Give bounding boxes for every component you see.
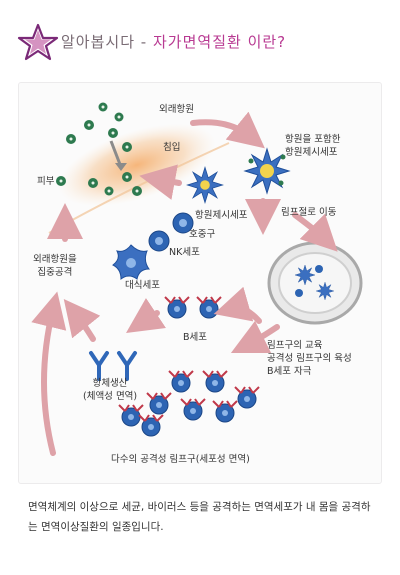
- label-nk-cell: NK세포: [169, 247, 200, 258]
- label-foreign-antigen: 외래항원: [159, 104, 194, 115]
- label-attack-antigen: 외래항원을 집중공격: [33, 254, 77, 278]
- label-skin: 피부: [37, 176, 55, 187]
- lymphocyte-group: [118, 370, 260, 437]
- immune-diagram: [31, 102, 363, 456]
- label-lymphocyte-education: 림프구의 교육 공격성 림프구의 육성 B세포 자극: [267, 340, 352, 377]
- label-apc-including-antigen: 항원을 포함한 항원제시세포: [285, 134, 341, 158]
- label-b-cell: B세포: [183, 332, 207, 343]
- lymph-node: [267, 241, 363, 325]
- label-aggressive-lymphocytes: 다수의 공격성 림프구(세포성 면역): [111, 454, 250, 465]
- neutrophil-cell: [172, 212, 194, 234]
- label-apc: 항원제시세포: [195, 210, 248, 221]
- b-cell: [164, 296, 190, 319]
- b-cell: [196, 296, 222, 319]
- description-text: 면역체계의 이상으로 세균, 바이러스 등을 공격하는 면역세포가 내 몸을 공…: [28, 501, 371, 533]
- skin-glow: [58, 123, 216, 207]
- apc-with-antigen: [244, 148, 290, 194]
- title-dash: -: [140, 33, 148, 51]
- diagram-panel: 외래항원 침입 피부 항원을 포함한 항원제시세포 항원제시세포 림프절로 이동…: [18, 82, 382, 484]
- star-icon: [17, 23, 59, 61]
- nk-cell: [148, 230, 170, 252]
- label-antibody-production: 항체생산 (체액성 면역): [83, 378, 138, 402]
- flow-arrows: [31, 111, 338, 456]
- label-lymph-node-move: 림프절로 이동: [281, 207, 337, 218]
- label-neutrophil: 호중구: [189, 229, 216, 240]
- apc-cell: [186, 166, 224, 204]
- title-row: 알아봅시다 - 자가면역질환 이란?: [16, 22, 386, 64]
- title-subject: 자가면역질환 이란?: [153, 33, 287, 51]
- macrophage-cell: [112, 244, 150, 280]
- label-invasion: 침입: [163, 142, 181, 153]
- page-title: 알아봅시다 - 자가면역질환 이란?: [61, 31, 286, 52]
- title-prefix: 알아봅시다: [61, 33, 136, 51]
- label-macrophage: 대식세포: [125, 280, 160, 291]
- invasion-arrow: [109, 140, 123, 168]
- antibody-icons: [89, 351, 137, 381]
